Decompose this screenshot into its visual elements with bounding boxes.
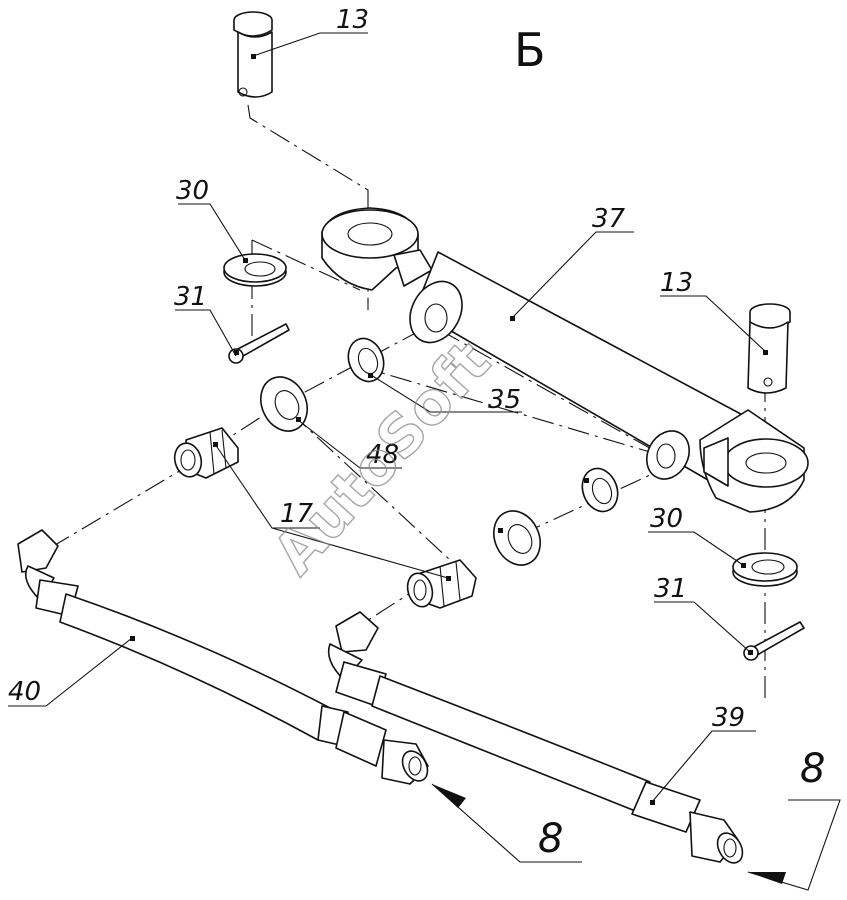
ring-upper xyxy=(347,337,385,383)
pin-right xyxy=(747,303,791,394)
cotter-right xyxy=(743,621,805,661)
arrow-heads xyxy=(432,784,786,884)
washer-left xyxy=(223,253,287,287)
callout-arrow-right: 8 xyxy=(800,746,825,792)
callout-hose-left: 40 xyxy=(8,677,41,707)
fitting-upper xyxy=(173,427,239,479)
callout-washer-left: 30 xyxy=(176,176,209,206)
hose-left xyxy=(17,529,429,785)
hose-right xyxy=(327,611,744,864)
callout-seal: 48 xyxy=(366,440,399,470)
view-label: Б xyxy=(514,23,546,77)
callout-ring: 35 xyxy=(488,385,521,415)
callout-cylinder: 37 xyxy=(592,204,626,234)
ring-lower xyxy=(581,467,619,513)
washer-right xyxy=(732,552,798,587)
hydraulic-cylinder xyxy=(321,207,809,513)
callout-cotter-right: 31 xyxy=(654,574,687,604)
pin-top xyxy=(233,11,273,98)
callout-pin-right: 13 xyxy=(660,268,693,298)
cotter-left xyxy=(228,323,290,364)
callout-hose-right: 39 xyxy=(712,703,745,733)
fitting-lower xyxy=(406,559,477,609)
callout-fitting: 17 xyxy=(280,499,314,529)
callout-washer-right: 30 xyxy=(650,504,683,534)
callout-cotter-left: 31 xyxy=(174,282,207,312)
leader-lines xyxy=(8,32,841,891)
seal-lower xyxy=(493,510,541,566)
callout-pin-top: 13 xyxy=(336,5,369,35)
seal-upper xyxy=(260,376,308,432)
callout-arrow-left: 8 xyxy=(538,816,563,862)
